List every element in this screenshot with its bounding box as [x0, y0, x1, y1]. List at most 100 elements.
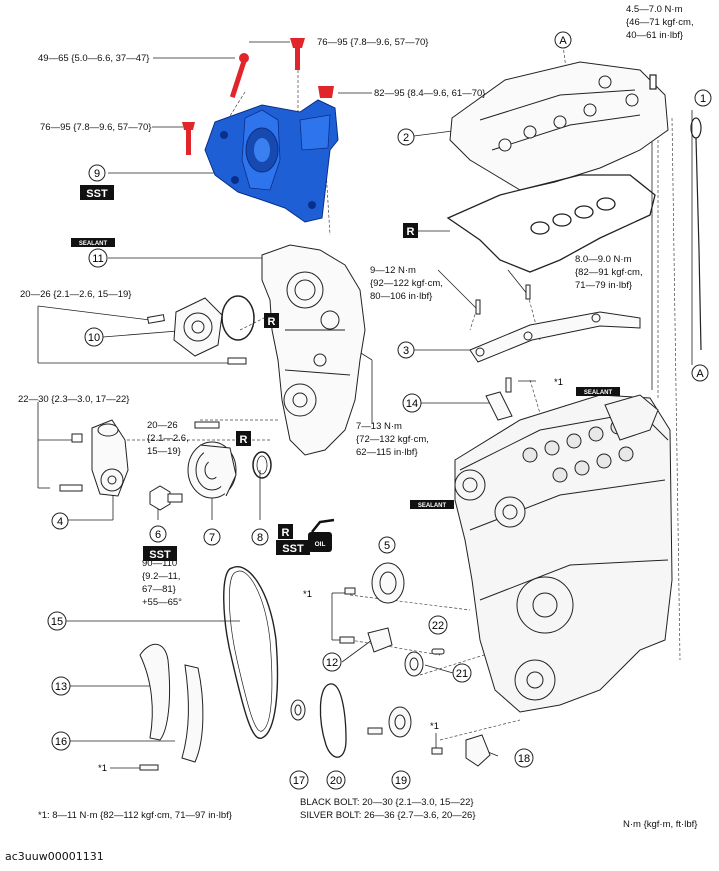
svg-text:SST: SST — [86, 188, 108, 200]
engine-block — [454, 394, 673, 713]
timing-chain-15 — [223, 566, 279, 739]
torque-7-13-l3: 62—115 in·lbf} — [356, 447, 418, 458]
callout-4: 4 — [51, 512, 69, 530]
svg-text:R: R — [240, 434, 248, 446]
svg-text:9: 9 — [94, 168, 100, 180]
crank-pulley-7 — [187, 441, 237, 499]
torque-9-12-l2: {92—122 kgf·cm, — [370, 278, 443, 289]
pulley-bolt-6 — [149, 485, 183, 511]
svg-text:SEALANT: SEALANT — [584, 390, 613, 396]
callout-12: 12 — [322, 652, 342, 672]
callout-10: 10 — [84, 327, 104, 347]
torque-90-110-l4: +55—65° — [142, 597, 182, 608]
oil-seal-8 — [252, 451, 272, 479]
sst-tag-8: SST — [276, 540, 310, 555]
torque-90-110-l2: {9.2—11, — [142, 571, 180, 582]
star1-c: *1 — [430, 721, 439, 732]
callout-19: 19 — [391, 770, 411, 790]
torque-7-13-l1: 7—13 N·m — [356, 421, 402, 432]
svg-text:SEALANT: SEALANT — [79, 241, 108, 247]
callout-3: 3 — [397, 341, 415, 359]
chain-guide-16 — [139, 664, 204, 771]
callout-a-top: A — [554, 31, 572, 49]
callouts: 1 2 3 4 5 6 7 8 9 10 11 12 13 14 15 16 1… — [47, 31, 712, 790]
bolts-left — [59, 314, 247, 492]
callout-18: 18 — [514, 748, 534, 768]
water-pump-10 — [173, 295, 255, 357]
svg-text:SST: SST — [282, 543, 304, 555]
oil-pump-chain-20 — [319, 683, 347, 758]
callout-13: 13 — [51, 676, 71, 696]
callout-11: 11 — [88, 248, 108, 268]
svg-text:4: 4 — [57, 516, 63, 528]
black-bolt-spec: BLACK BOLT: 20—30 {2.1—3.0, 15—22} — [300, 797, 474, 808]
star1-b: *1 — [303, 589, 312, 600]
callout-15: 15 — [47, 611, 67, 631]
callout-21: 21 — [452, 663, 472, 683]
torque-20-26-mid-l3: 15—19} — [147, 446, 181, 457]
oil-can-icon: OIL — [308, 518, 335, 552]
sst-tag-9: SST — [80, 185, 114, 200]
svg-text:8: 8 — [257, 532, 263, 544]
idler-5 — [344, 562, 405, 604]
star1-d: *1 — [98, 763, 107, 774]
torque-4-5-7-0-l3: 40—61 in·lbf} — [626, 30, 683, 41]
svg-text:21: 21 — [456, 668, 468, 680]
svg-text:2: 2 — [403, 132, 409, 144]
callout-8: 8 — [251, 528, 269, 546]
tensioner-4 — [91, 419, 129, 497]
torque-8-9-l3: 71—79 in·lbf} — [575, 280, 632, 291]
figure-id: ac3uuw00001131 — [5, 850, 104, 863]
svg-text:6: 6 — [155, 529, 161, 541]
svg-text:10: 10 — [88, 332, 100, 344]
torque-8-9-l2: {82—91 kgf·cm, — [575, 267, 643, 278]
torque-9-12-l3: 80—106 in·lbf} — [370, 291, 432, 302]
torque-4-5-7-0-l1: 4.5—7.0 N·m — [626, 4, 683, 15]
tags: SST SST SST R R R R OIL — [71, 185, 620, 561]
sprocket-17 — [290, 699, 306, 721]
svg-text:A: A — [559, 35, 567, 47]
torque-82-95: 82—95 {8.4—9.6, 61—70} — [374, 88, 485, 99]
r-tag-cover: R — [236, 431, 251, 446]
callout-7: 7 — [203, 528, 221, 546]
svg-text:22: 22 — [432, 620, 444, 632]
head-cover-gasket — [446, 174, 656, 273]
svg-text:11: 11 — [92, 253, 103, 265]
torque-20-26-mid-l1: 20—26 — [147, 420, 178, 431]
callout-9: 9 — [88, 164, 106, 182]
callout-2: 2 — [397, 128, 415, 146]
sst-tag-6: SST — [143, 546, 177, 561]
svg-text:5: 5 — [384, 540, 390, 552]
svg-text:1: 1 — [700, 93, 706, 105]
callout-16: 16 — [51, 731, 71, 751]
svg-text:19: 19 — [395, 775, 407, 787]
torque-labels: 49—65 {5.0—6.6, 37—47} 76—95 {7.8—9.6, 5… — [18, 4, 694, 608]
torque-49-65: 49—65 {5.0—6.6, 37—47} — [38, 53, 149, 64]
sprocket-21 — [404, 651, 424, 677]
chain-guide-13 — [139, 643, 171, 741]
torque-22-30: 22—30 {2.3—3.0, 17—22} — [18, 394, 129, 405]
torque-90-110-l1: 90—110 — [142, 558, 177, 569]
r-tag-gasket: R — [403, 223, 418, 238]
sealant-tag-11: SEALANT — [71, 238, 115, 247]
svg-text:20: 20 — [330, 775, 342, 787]
callout-22: 22 — [428, 615, 448, 635]
svg-text:R: R — [282, 527, 290, 539]
torque-4-5-7-0-l2: {46—71 kgf·cm, — [626, 17, 694, 28]
red-bolts — [182, 38, 334, 155]
svg-text:SST: SST — [149, 549, 171, 561]
callout-14: 14 — [402, 393, 422, 413]
footer: BLACK BOLT: 20—30 {2.1—3.0, 15—22} SILVE… — [38, 797, 697, 830]
star1-note: *1: 8—11 N·m {82—112 kgf·cm, 71—97 in·lb… — [38, 810, 232, 821]
chain-tensioner-12 — [339, 627, 393, 653]
svg-text:15: 15 — [51, 616, 63, 628]
svg-text:3: 3 — [403, 345, 409, 357]
svg-text:13: 13 — [55, 681, 67, 693]
sealant-tag-front: SEALANT — [410, 500, 454, 509]
star1-a: *1 — [554, 377, 563, 388]
callout-6: 6 — [149, 525, 167, 543]
callout-5: 5 — [378, 536, 396, 554]
callout-20: 20 — [326, 770, 346, 790]
torque-76-95-top: 76—95 {7.8—9.6, 57—70} — [317, 37, 428, 48]
